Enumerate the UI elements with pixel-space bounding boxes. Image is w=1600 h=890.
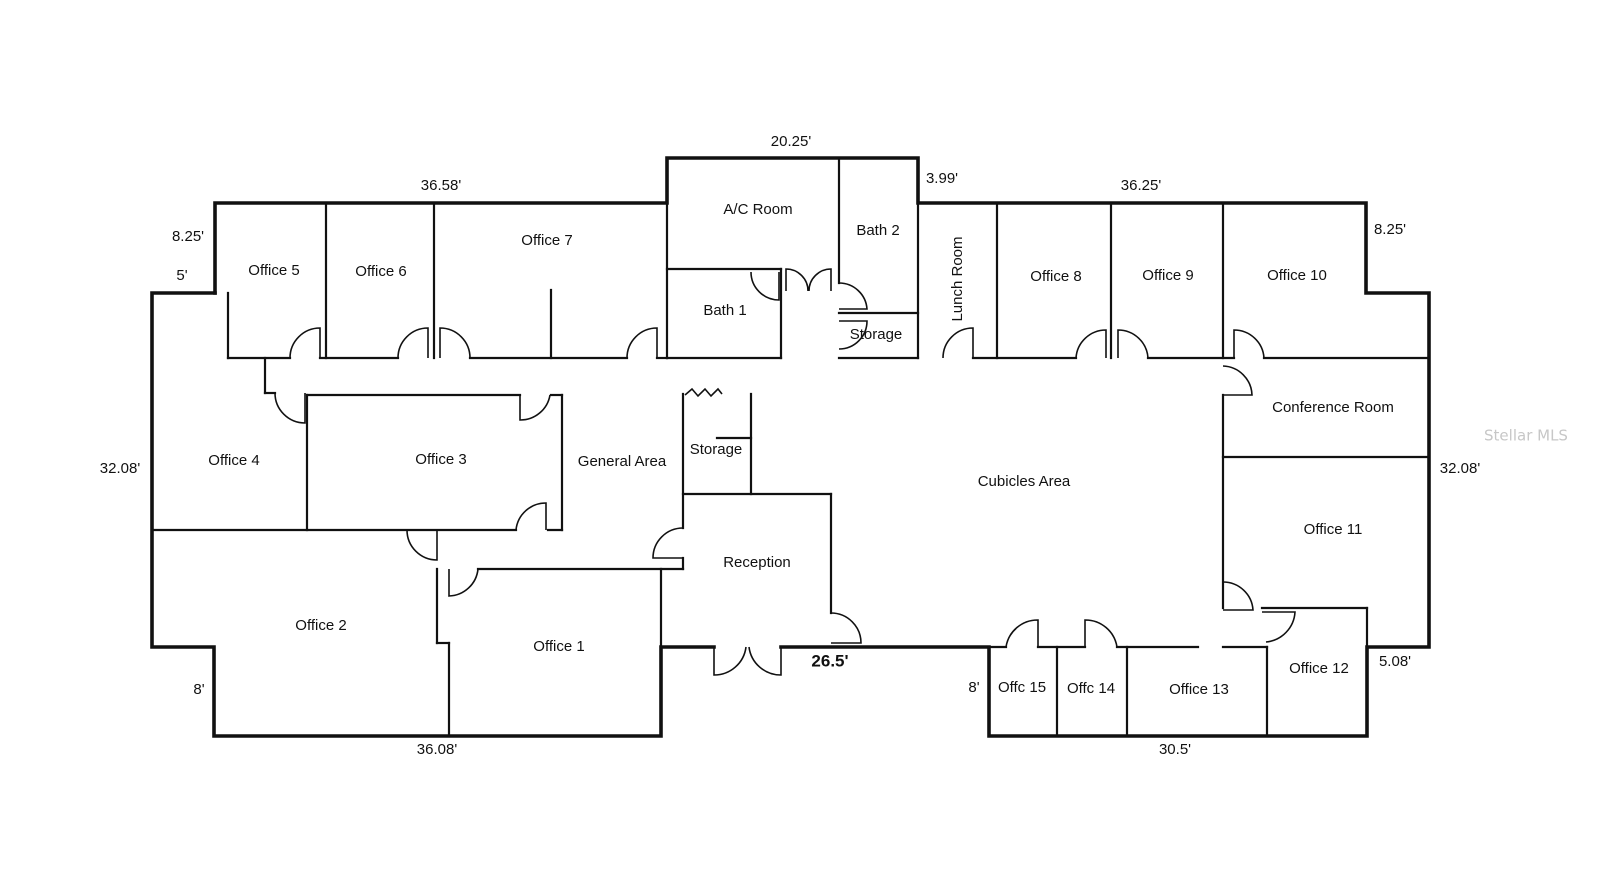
room-label-office-15: Offc 15: [998, 679, 1046, 696]
dimension-top-ac: 20.25': [771, 133, 812, 150]
dimension-right-height: 32.08': [1440, 460, 1481, 477]
dimension-bottom-left-jog: 8': [193, 681, 204, 698]
room-label-office-1: Office 1: [533, 638, 584, 655]
room-label-general-area: General Area: [578, 453, 667, 470]
dimension-ac-side: 3.99': [926, 170, 958, 187]
room-label-reception: Reception: [723, 554, 791, 571]
exterior-wall-left: [150, 291, 716, 738]
dimension-right-bottom-jog: 5.08': [1379, 653, 1411, 670]
room-label-lunch-room: Lunch Room: [949, 236, 966, 321]
watermark: Stellar MLS: [1484, 427, 1568, 445]
dimension-left-height: 32.08': [100, 460, 141, 477]
room-label-office-6: Office 6: [355, 263, 406, 280]
room-label-office-5: Office 5: [248, 262, 299, 279]
room-label-office-8: Office 8: [1030, 268, 1081, 285]
dimension-top-left: 36.58': [421, 177, 462, 194]
room-label-office-4: Office 4: [208, 452, 259, 469]
dimension-entrance: 26.5': [811, 651, 848, 670]
room-label-bath-2: Bath 2: [856, 222, 899, 239]
dimension-left-jog-lower: 5': [176, 267, 187, 284]
room-label-office-2: Office 2: [295, 617, 346, 634]
room-label-office-9: Office 9: [1142, 267, 1193, 284]
door-swings: [274, 268, 1296, 676]
exterior-walls: [150, 156, 1431, 738]
room-label-office-12: Office 12: [1289, 660, 1349, 677]
exterior-wall: [213, 156, 1431, 738]
room-label-bath-1: Bath 1: [703, 302, 746, 319]
dimension-top-right: 36.25': [1121, 177, 1162, 194]
room-label-storage-mid: Storage: [690, 441, 743, 458]
room-label-office-11: Office 11: [1304, 521, 1363, 538]
dimension-bottom-left: 36.08': [417, 741, 458, 758]
room-label-office-14: Offc 14: [1067, 680, 1115, 697]
room-label-cubicles-area: Cubicles Area: [978, 473, 1071, 490]
room-label-office-7: Office 7: [521, 232, 572, 249]
dimension-bottom-right-jog: 8': [968, 679, 979, 696]
room-labels: A/C Room Bath 1 Bath 2 Storage Lunch Roo…: [208, 201, 1394, 698]
interior-walls: [150, 158, 1431, 738]
room-label-ac-room: A/C Room: [723, 201, 792, 218]
dimension-labels: 20.25' 36.58' 36.25' 3.99' 8.25' 5' 8.25…: [100, 133, 1481, 758]
dimension-right-jog: 8.25': [1374, 221, 1406, 238]
room-label-office-13: Office 13: [1169, 681, 1229, 698]
room-label-storage-top: Storage: [850, 326, 903, 343]
room-label-office-10: Office 10: [1267, 267, 1327, 284]
room-label-office-3: Office 3: [415, 451, 466, 468]
dimension-bottom-right: 30.5': [1159, 741, 1191, 758]
dimension-left-jog-upper: 8.25': [172, 228, 204, 245]
room-label-conference-room: Conference Room: [1272, 399, 1394, 416]
